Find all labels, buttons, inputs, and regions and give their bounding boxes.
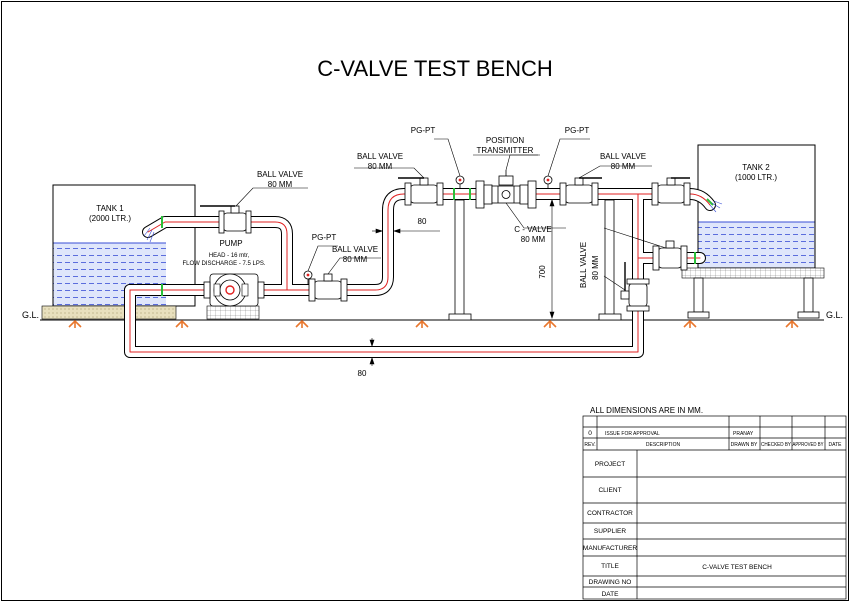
label-ball-valve-1-size: 80 MM bbox=[268, 180, 293, 189]
pump-head: HEAD - 16 mtr, bbox=[209, 253, 250, 259]
label-ball-valve-1: BALL VALVE bbox=[257, 170, 303, 179]
dim-700: 700 bbox=[538, 265, 547, 279]
dimensions-note: ALL DIMENSIONS ARE IN MM. bbox=[590, 406, 703, 415]
label-ball-valve-3-size: 80 MM bbox=[368, 162, 393, 171]
label-ball-valve-2-size: 80 MM bbox=[343, 255, 368, 264]
field-manufacturer: MANUFACTURER bbox=[583, 545, 637, 552]
header-description: DESCRIPTION bbox=[646, 442, 681, 448]
dim-80-bottom: 80 bbox=[358, 369, 367, 378]
tank-2-name: TANK 2 bbox=[742, 163, 770, 172]
pump-flow: FLOW DISCHARGE - 7.5 LPS. bbox=[182, 261, 265, 267]
field-contractor: CONTRACTOR bbox=[587, 510, 633, 517]
field-client: CLIENT bbox=[598, 487, 621, 494]
ball-valve-pump-discharge-icon[interactable] bbox=[308, 273, 348, 302]
pressure-gauge-1-icon bbox=[303, 270, 313, 285]
ball-valve-upstream-icon[interactable] bbox=[398, 177, 444, 206]
field-title: TITLE bbox=[601, 563, 619, 570]
pump bbox=[203, 273, 265, 320]
label-ball-valve-3: BALL VALVE bbox=[357, 152, 403, 161]
field-project: PROJECT bbox=[595, 461, 625, 468]
tank-1-capacity: (2000 LTR.) bbox=[89, 214, 131, 223]
label-pg-pt-3: PG-PT bbox=[565, 126, 590, 135]
water-discharge bbox=[143, 200, 723, 243]
ball-valve-vertical-icon[interactable] bbox=[620, 262, 650, 312]
field-supplier: SUPPLIER bbox=[594, 528, 626, 535]
tank-2-capacity: (1000 LTR.) bbox=[735, 173, 777, 182]
title-block bbox=[582, 415, 847, 600]
tank-flanges bbox=[161, 188, 714, 296]
tank-2 bbox=[681, 144, 825, 319]
rev-drawn-by: PRANAY bbox=[733, 431, 754, 437]
label-ball-valve-5: BALL VALVE bbox=[579, 242, 588, 288]
rev-number: 0 bbox=[588, 430, 592, 437]
label-position: POSITION bbox=[486, 136, 524, 145]
dim-80-top: 80 bbox=[418, 217, 427, 226]
ball-valve-bypass-icon[interactable] bbox=[652, 240, 688, 271]
ground-markers bbox=[68, 319, 799, 328]
position-transmitter-icon bbox=[498, 170, 514, 186]
field-drawing-no: DRAWING NO bbox=[589, 579, 632, 586]
pipe-network bbox=[124, 188, 716, 358]
label-ball-valve-4: BALL VALVE bbox=[600, 152, 646, 161]
header-checked-by: CHECKED BY bbox=[761, 442, 792, 448]
label-ball-valve-4-size: 80 MM bbox=[611, 162, 636, 171]
label-c-valve: C - VALVE bbox=[514, 225, 552, 234]
ground-label-right: G.L. bbox=[826, 310, 843, 320]
ground-label-left: G.L. bbox=[22, 310, 39, 320]
header-drawn-by: DRAWN BY bbox=[731, 442, 758, 448]
header-rev: REV. bbox=[584, 442, 595, 448]
header-date: DATE bbox=[829, 442, 843, 448]
field-date: DATE bbox=[602, 591, 620, 598]
pump-name: PUMP bbox=[219, 239, 242, 248]
tank-1-name: TANK 1 bbox=[96, 204, 124, 213]
dimension-80-top bbox=[372, 228, 440, 234]
leader-lines bbox=[235, 138, 667, 291]
label-c-valve-size: 80 MM bbox=[521, 235, 546, 244]
dimension-700 bbox=[549, 199, 555, 319]
label-pg-pt-1: PG-PT bbox=[312, 233, 337, 242]
header-approved-by: APPROVED BY bbox=[793, 442, 825, 448]
label-ball-valve-2: BALL VALVE bbox=[332, 245, 378, 254]
label-transmitter: TRANSMITTER bbox=[477, 146, 534, 155]
drawing-title: C-VALVE TEST BENCH bbox=[317, 56, 553, 81]
c-valve-icon[interactable] bbox=[475, 180, 537, 209]
pressure-gauge-3-icon bbox=[543, 175, 553, 189]
pressure-gauge-2-icon bbox=[455, 175, 465, 189]
ball-valve-downstream-icon[interactable] bbox=[559, 177, 602, 206]
ball-valve-pump-suction-icon[interactable] bbox=[200, 205, 252, 234]
label-pg-pt-2: PG-PT bbox=[411, 126, 436, 135]
pipe-supports bbox=[448, 199, 622, 321]
title-value: C-VALVE TEST BENCH bbox=[702, 564, 772, 571]
rev-description: ISSUE FOR APPROVAL bbox=[605, 431, 660, 437]
dimension-80-bottom bbox=[369, 338, 375, 366]
label-ball-valve-5-size: 80 MM bbox=[591, 255, 600, 280]
ball-valve-tank2-inlet-icon[interactable] bbox=[651, 177, 691, 206]
